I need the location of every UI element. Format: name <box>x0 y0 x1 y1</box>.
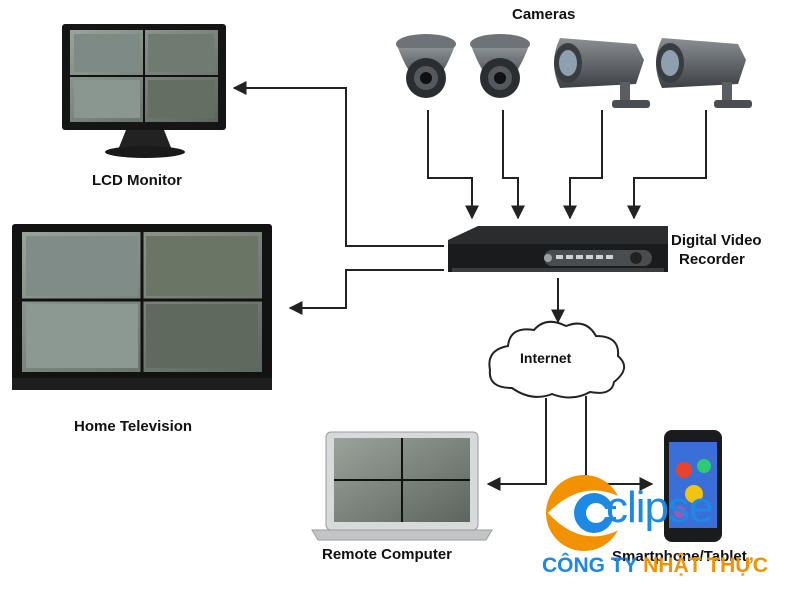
lcd-monitor <box>62 24 226 158</box>
dvr-label: Digital Video Recorder <box>671 231 762 269</box>
dvr-device <box>448 226 668 272</box>
logo-wordmark: clipse <box>606 483 713 532</box>
smartphone-tablet-label: Smartphone/Tablet <box>612 548 747 565</box>
dome-camera-1 <box>396 34 456 98</box>
eclipse-logo-icon <box>546 475 626 551</box>
internet-output-arrows <box>486 396 654 491</box>
bullet-camera-1 <box>554 38 650 108</box>
dvr-label-line1: Digital Video <box>671 232 762 249</box>
smartphone <box>664 430 722 542</box>
bullet-camera-2 <box>656 38 752 108</box>
internet-cloud <box>488 320 625 399</box>
dvr-label-line2: Recorder <box>679 251 745 268</box>
remote-computer <box>311 431 493 541</box>
remote-computer-label: Remote Computer <box>322 546 453 563</box>
lcd-monitor-label: LCD Monitor <box>92 172 182 189</box>
cameras-label: Cameras <box>512 6 576 23</box>
dome-camera-2 <box>470 34 530 98</box>
home-television <box>12 224 272 390</box>
home-television-label: Home Television <box>74 418 193 435</box>
dvr-output-arrows <box>232 81 444 315</box>
company-name-part2: NHẬT THỰC <box>643 554 768 577</box>
internet-label: Internet <box>520 350 572 366</box>
company-name-part1: CÔNG TY <box>542 554 644 577</box>
camera-arrows <box>427 110 707 220</box>
company-name: CÔNG TY NHẬT THỰC <box>542 554 768 578</box>
